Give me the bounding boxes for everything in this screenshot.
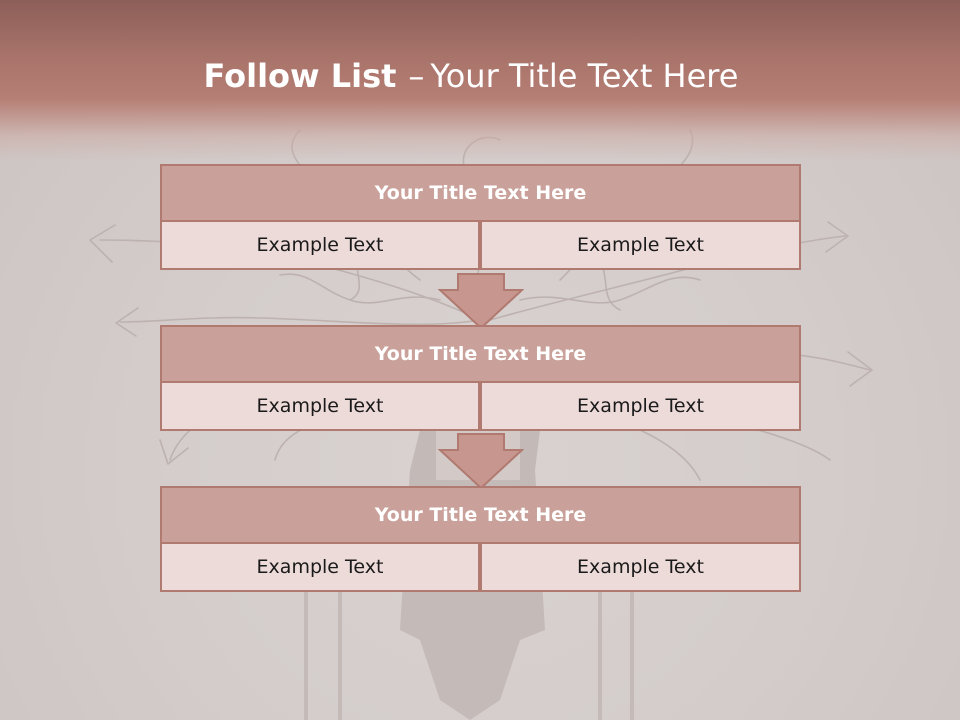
block-title: Your Title Text Here xyxy=(160,325,801,383)
block-cell-left: Example Text xyxy=(160,220,480,270)
title-bold: Follow List xyxy=(203,57,397,95)
block-cell-left: Example Text xyxy=(160,381,480,431)
header-band xyxy=(0,0,960,160)
block-title: Your Title Text Here xyxy=(160,164,801,222)
block-cell-right: Example Text xyxy=(480,542,801,592)
title-dash: – xyxy=(408,57,425,95)
block-cell-right: Example Text xyxy=(480,381,801,431)
down-arrow-icon xyxy=(438,433,524,490)
title-rest: Your Title Text Here xyxy=(430,57,739,95)
block-cell-left: Example Text xyxy=(160,542,480,592)
block-title: Your Title Text Here xyxy=(160,486,801,544)
down-arrow-icon xyxy=(438,273,524,330)
block-cell-right: Example Text xyxy=(480,220,801,270)
slide-title: Follow List–Your Title Text Here xyxy=(0,56,942,96)
